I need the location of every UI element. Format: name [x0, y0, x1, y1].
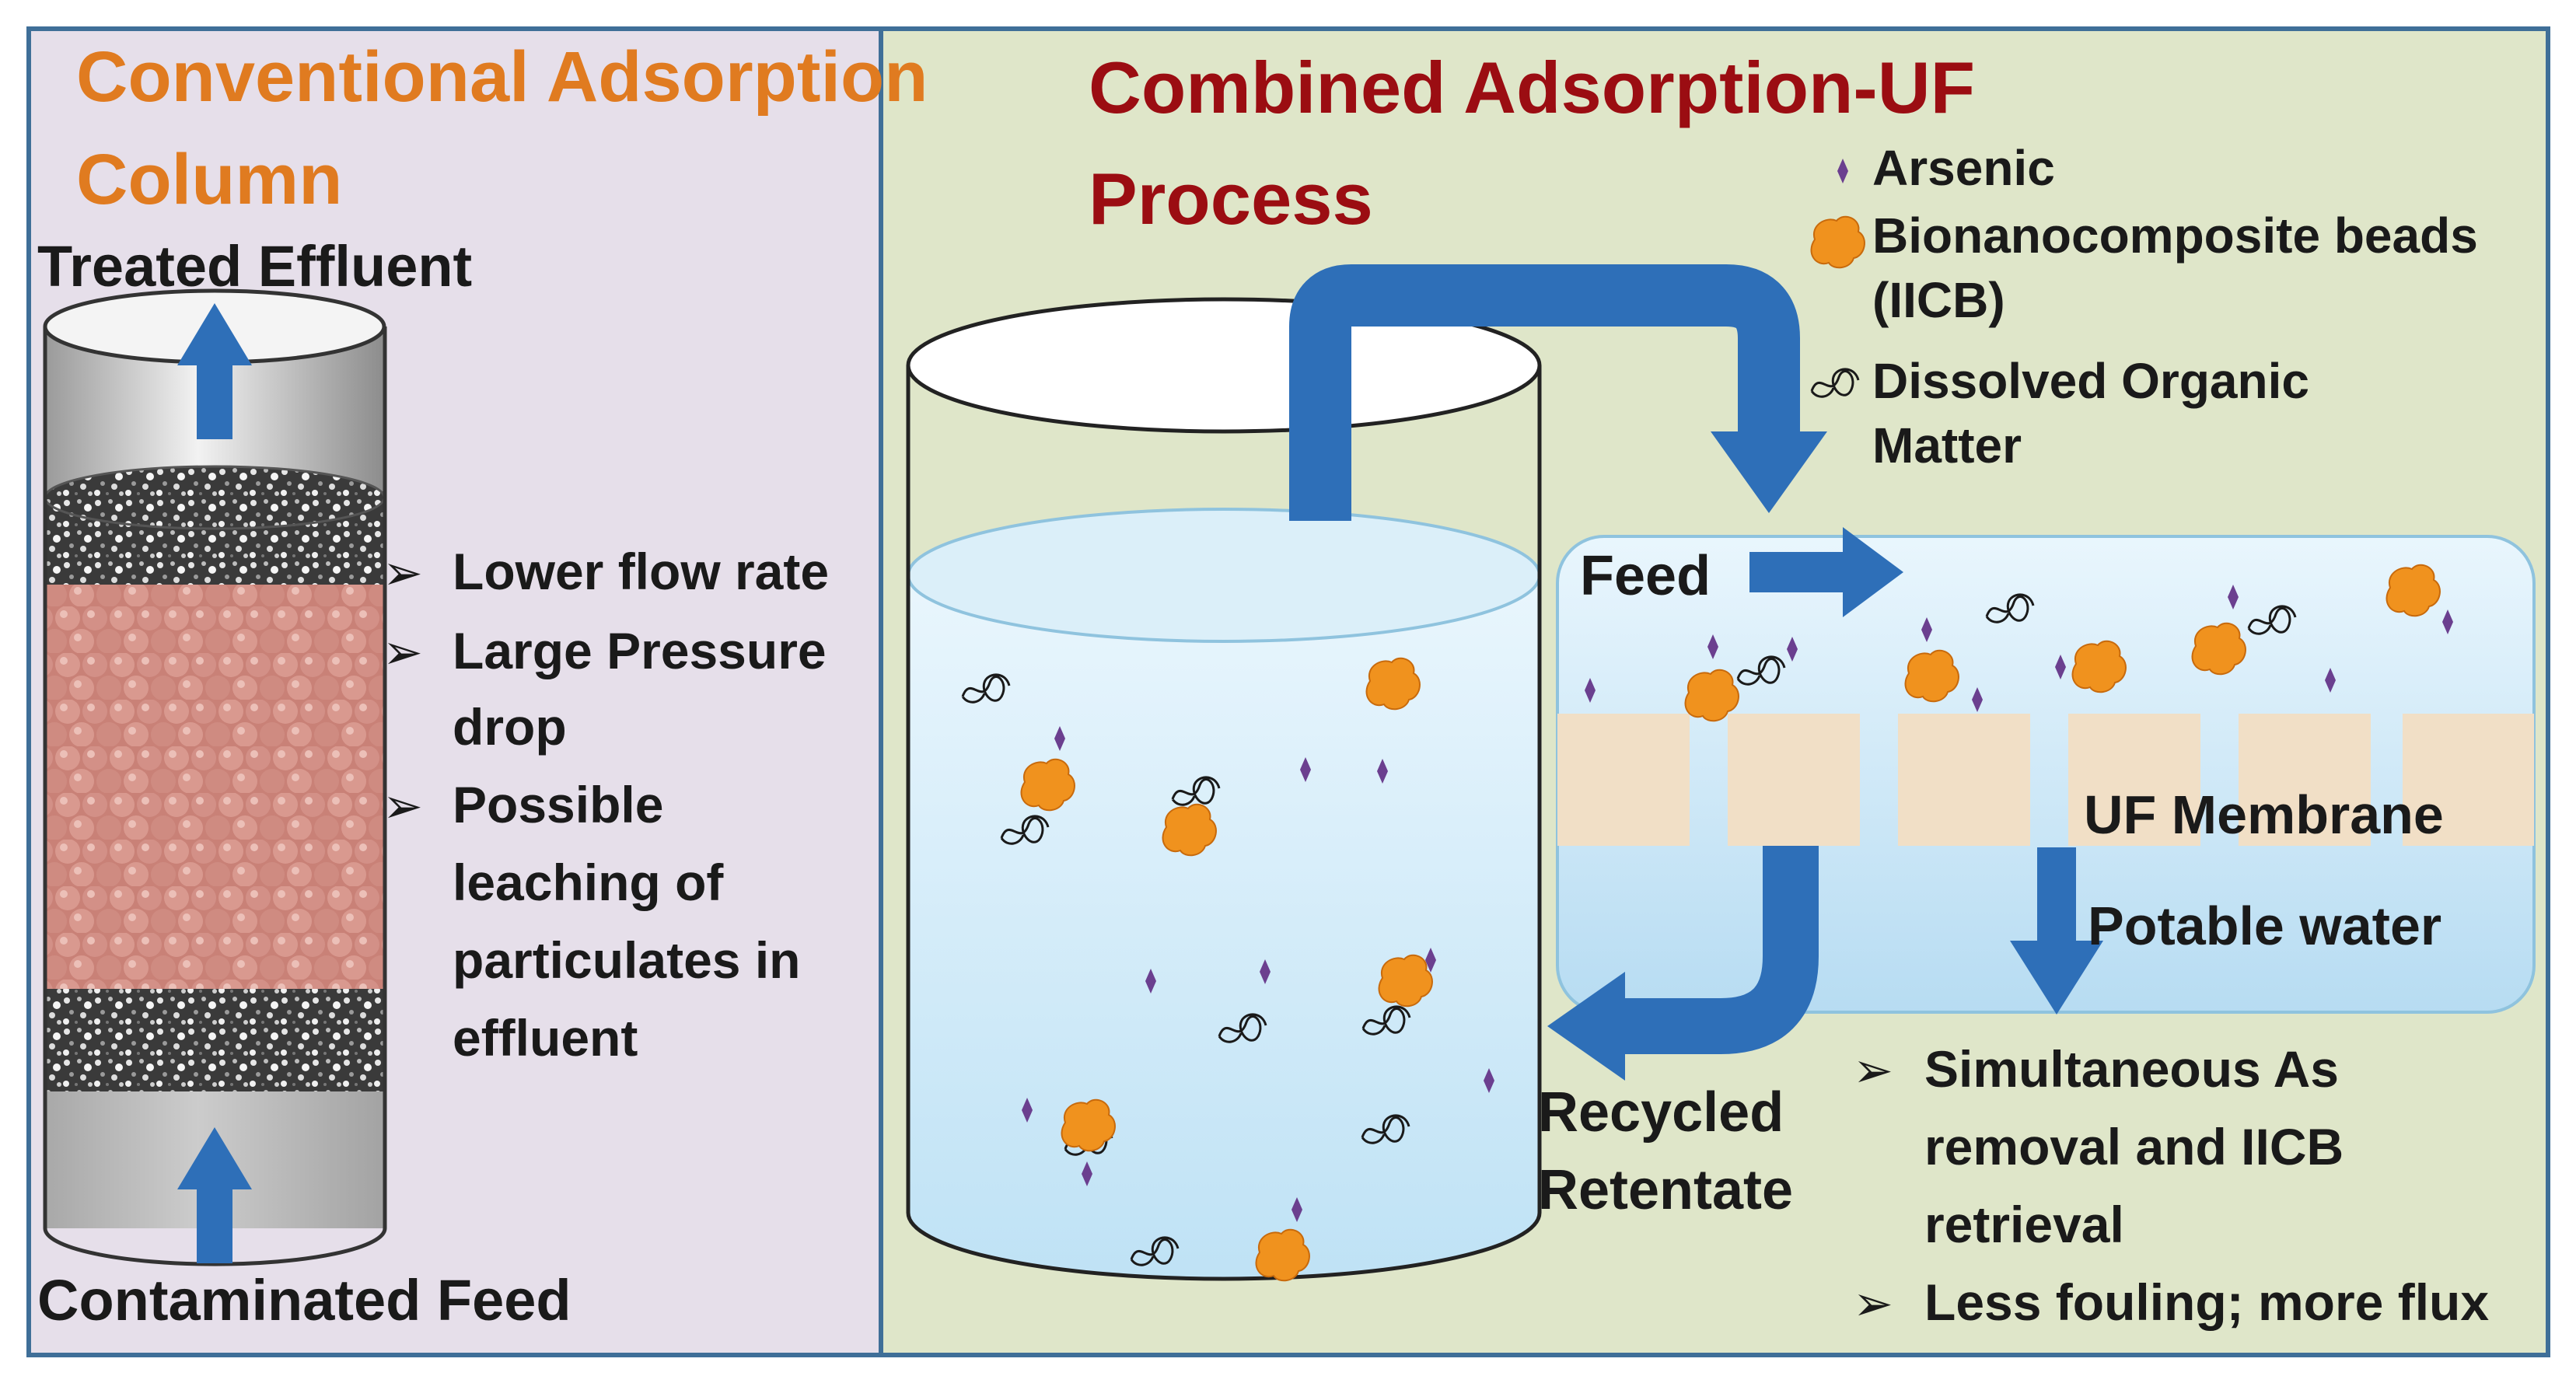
- gravel-bottom: [45, 989, 385, 1091]
- up-arrow-top: [177, 303, 252, 439]
- membrane-block-6: [2403, 714, 2534, 846]
- adsorption-column: [43, 288, 387, 1266]
- right-bullet-1b: removal and IICB: [1924, 1118, 2344, 1175]
- recycle-pipe: [1617, 846, 1819, 1054]
- feed-pipe-head: [1711, 431, 1827, 513]
- up-arrow-bottom: [177, 1127, 252, 1263]
- right-title-line2: Process: [1089, 158, 1373, 239]
- membrane-block-4: [2068, 714, 2200, 846]
- treated-effluent-label: Treated Effluent: [37, 234, 472, 299]
- right-bullets: ➢ Simultaneous As removal and IICB retri…: [1853, 1040, 2489, 1331]
- membrane-block-5: [2239, 714, 2371, 846]
- left-title-line1: Conventional Adsorption: [76, 37, 928, 117]
- legend-beads-label-2: (IICB): [1872, 272, 2005, 328]
- legend: Arsenic Bionanocomposite beads (IICB) Di…: [1810, 140, 2478, 473]
- left-bullet-2: Large Pressure: [453, 622, 827, 679]
- legend-arsenic-label: Arsenic: [1872, 140, 2055, 196]
- right-bullet-1: Simultaneous As: [1924, 1040, 2339, 1098]
- feed-arrow: [1749, 527, 1903, 617]
- left-bullets: ➢ Lower flow rate ➢ Large Pressure drop …: [383, 543, 829, 1067]
- membrane-block-1: [1557, 714, 1690, 846]
- left-title-line2: Column: [76, 140, 342, 219]
- right-title-line1: Combined Adsorption-UF: [1089, 47, 1975, 128]
- left-bullet-3c: particulates in: [453, 931, 800, 989]
- membrane-block-3: [1898, 714, 2030, 846]
- right-bullet-1c: retrieval: [1924, 1196, 2124, 1253]
- left-bullet-3d: effluent: [453, 1009, 638, 1067]
- recycle-arrow-head: [1547, 972, 1625, 1081]
- legend-beads-label-1: Bionanocomposite beads: [1872, 208, 2478, 264]
- potable-water-label: Potable water: [2088, 896, 2441, 956]
- feed-pipe: [1289, 264, 1800, 521]
- recycled-label-1: Recycled: [1538, 1081, 1784, 1144]
- uf-membrane-label: UF Membrane: [2084, 784, 2444, 845]
- left-bullet-3: Possible: [453, 776, 663, 833]
- right-bullet-arrow-2: ➢: [1853, 1277, 1893, 1331]
- legend-dom-label-2: Matter: [1872, 417, 2022, 473]
- left-bullet-1: Lower flow rate: [453, 543, 829, 600]
- right-bullet-arrow-1: ➢: [1853, 1044, 1893, 1098]
- contaminated-feed-label: Contaminated Feed: [37, 1268, 571, 1332]
- water-surface: [907, 508, 1541, 643]
- bullet-arrow-1: ➢: [383, 547, 423, 600]
- potable-arrow: [2010, 847, 2103, 1015]
- left-bullet-3b: leaching of: [453, 854, 724, 911]
- right-bullet-2: Less fouling; more flux: [1924, 1273, 2489, 1331]
- mixing-tank: [906, 297, 1542, 1281]
- recycled-label-2: Retentate: [1538, 1159, 1793, 1221]
- legend-dom-label-1: Dissolved Organic: [1872, 353, 2309, 409]
- bullet-arrow-2: ➢: [383, 626, 423, 679]
- membrane-block-2: [1728, 714, 1860, 846]
- resin-bed: [45, 585, 385, 989]
- left-bullet-2b: drop: [453, 698, 567, 756]
- bullet-arrow-3: ➢: [383, 780, 423, 833]
- feed-label: Feed: [1580, 545, 1711, 607]
